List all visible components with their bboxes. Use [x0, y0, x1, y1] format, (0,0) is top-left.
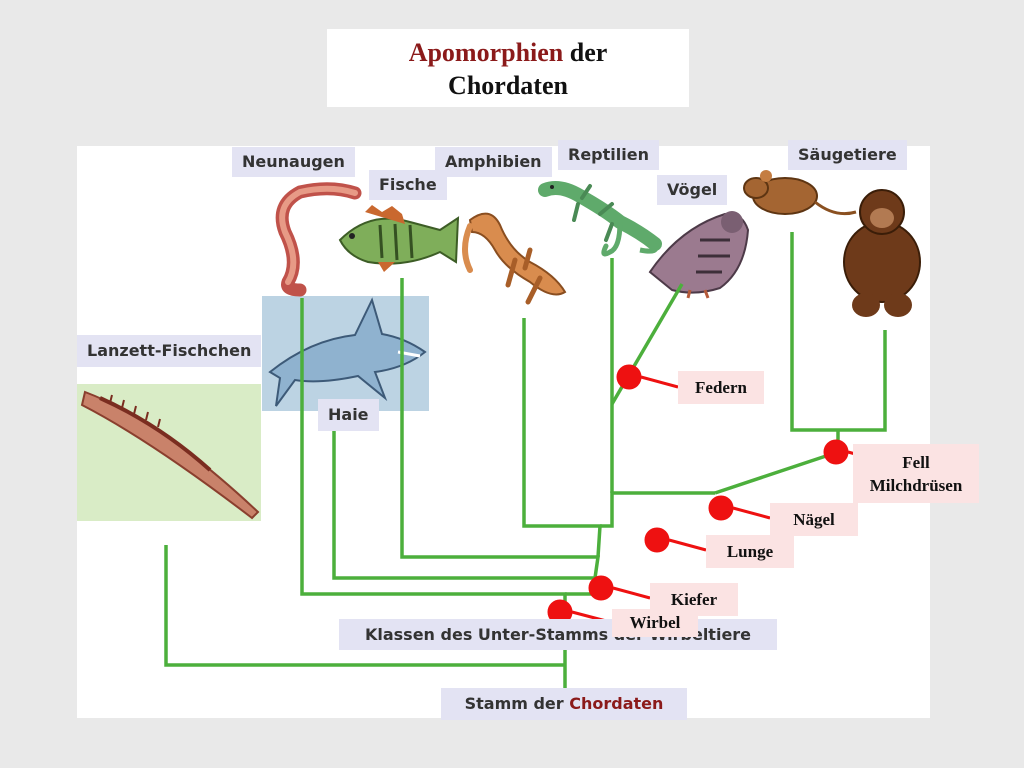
perch-illustration — [338, 205, 460, 272]
marker-fell — [823, 439, 849, 465]
trait-lunge: Lunge — [706, 535, 794, 568]
trait-naegel: Nägel — [770, 503, 858, 536]
trait-fell-milchdruesen: Fell Milchdrüsen — [853, 444, 979, 503]
label-saeugetiere: Säugetiere — [788, 140, 907, 170]
title-accent: Apomorphien — [408, 38, 564, 67]
chimpanzee-illustration — [843, 189, 921, 317]
label-neunaugen: Neunaugen — [232, 147, 355, 177]
trait-wirbel: Wirbel — [612, 609, 698, 637]
label-voegel: Vögel — [657, 175, 728, 205]
lancelet-illustration — [77, 384, 261, 521]
branch-haie — [332, 412, 597, 594]
lamprey-illustration — [275, 182, 362, 297]
branch-fische — [400, 278, 601, 579]
arrow-kiefer — [612, 586, 651, 600]
slide-title: Apomorphien der Chordaten — [327, 29, 689, 107]
arrow-naegel — [732, 506, 771, 520]
trait-milchdruesen: Milchdrüsen — [869, 476, 963, 495]
label-fische: Fische — [369, 170, 447, 200]
trait-federn: Federn — [678, 371, 764, 404]
branch-amniota — [600, 491, 715, 528]
shark-illustration — [262, 296, 429, 411]
label-lanzett-fischchen: Lanzett-Fischchen — [77, 335, 262, 367]
trait-fell: Fell — [902, 453, 930, 472]
apomorphy-markers — [547, 364, 886, 625]
marker-lunge — [644, 527, 670, 553]
branch-lanzett — [164, 545, 565, 667]
salamander-illustration — [462, 212, 567, 305]
mouse-illustration — [743, 170, 857, 216]
pigeon-illustration — [648, 211, 750, 299]
marker-kiefer — [588, 575, 614, 601]
label-klassen: Klassen des Unter-Stamms der Wirbeltiere — [339, 619, 777, 650]
title-line-2: Chordaten — [448, 71, 568, 100]
label-stamm-prefix: Stamm der — [464, 694, 564, 713]
arrow-lunge — [668, 538, 707, 552]
title-rest: der — [569, 38, 608, 67]
arrow-federn — [640, 375, 679, 389]
marker-naegel — [708, 495, 734, 521]
marker-federn — [616, 364, 642, 390]
branch-saeugetiere-stem — [714, 450, 839, 495]
title-line-1: Apomorphien der — [327, 36, 689, 69]
label-stamm-accent: Chordaten — [569, 694, 664, 713]
lizard-illustration — [538, 181, 662, 257]
label-amphibien: Amphibien — [435, 147, 552, 177]
label-stamm: Stamm der Chordaten — [441, 688, 687, 720]
label-haie: Haie — [318, 399, 379, 431]
label-reptilien: Reptilien — [558, 140, 659, 170]
branch-amphibien — [522, 318, 602, 558]
